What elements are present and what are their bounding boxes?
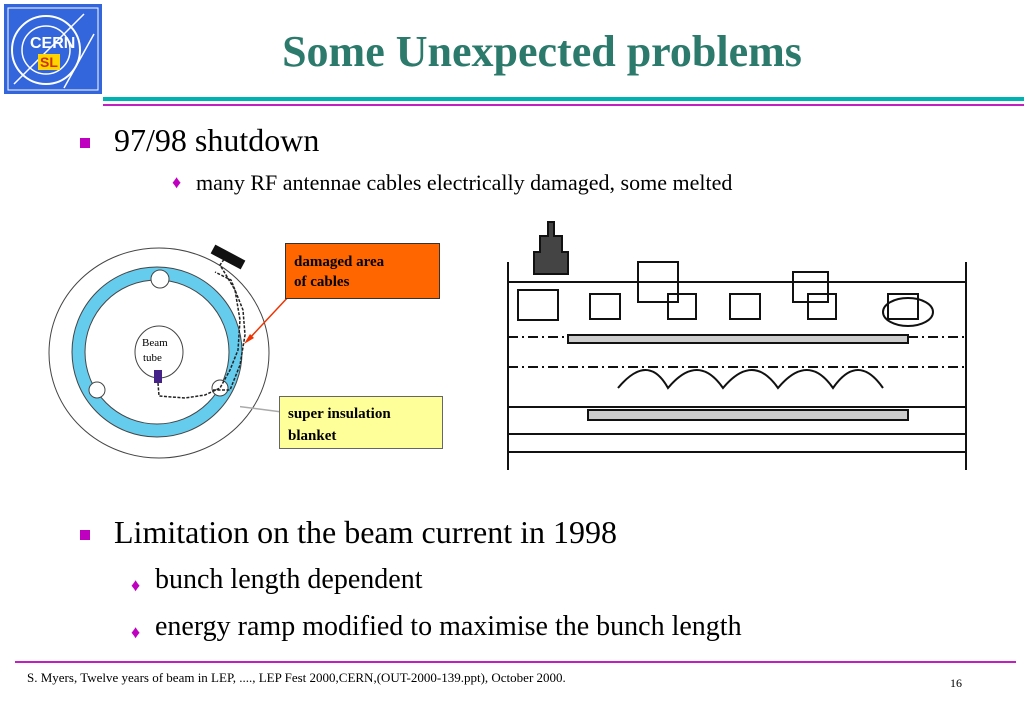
footer-citation: S. Myers, Twelve years of beam in LEP, .…	[27, 670, 566, 685]
callout-insulation-line-2: blanket	[288, 428, 337, 444]
bullet-marker	[80, 530, 90, 540]
beam-label-2: tube	[143, 352, 162, 364]
callout-damaged-area: damaged area of cables	[285, 243, 440, 299]
sub-bullet-icon: ♦	[131, 575, 141, 595]
bullet-2-sub-2: energy ramp modified to maximise the bun…	[155, 611, 742, 642]
logo-text-cern: CERN	[30, 35, 75, 52]
cern-sl-logo: CERN SL	[4, 4, 102, 94]
cryostat-drawing	[498, 212, 972, 479]
beam-label-1: Beam	[142, 337, 168, 349]
callout-super-insulation: super insulation blanket	[279, 396, 443, 449]
bullet-marker	[80, 138, 90, 148]
sub-bullet-icon: ♦	[172, 172, 182, 192]
cable-ring-diagram: Beam tube	[35, 240, 295, 475]
logo-text-sl: SL	[40, 54, 58, 70]
callout-insulation-line-1: super insulation	[288, 406, 391, 422]
slide-title: Some Unexpected problems	[282, 27, 802, 76]
bullet-2-sub-1: bunch length dependent	[155, 564, 423, 595]
title-rule-teal	[103, 97, 1024, 101]
callout-damaged-line-1: damaged area	[294, 254, 385, 270]
footer-rule	[15, 661, 1016, 663]
bullet-2-text: Limitation on the beam current in 1998	[114, 514, 617, 550]
callout-arrows	[240, 294, 291, 413]
bullet-1-text: 97/98 shutdown	[114, 122, 320, 158]
callout-damaged-line-2: of cables	[294, 274, 350, 290]
bullet-1-sub-1: many RF antennae cables electrically dam…	[196, 170, 733, 195]
title-rule-magenta	[103, 104, 1024, 106]
sub-bullet-icon: ♦	[131, 622, 141, 642]
page-number: 16	[950, 676, 962, 690]
